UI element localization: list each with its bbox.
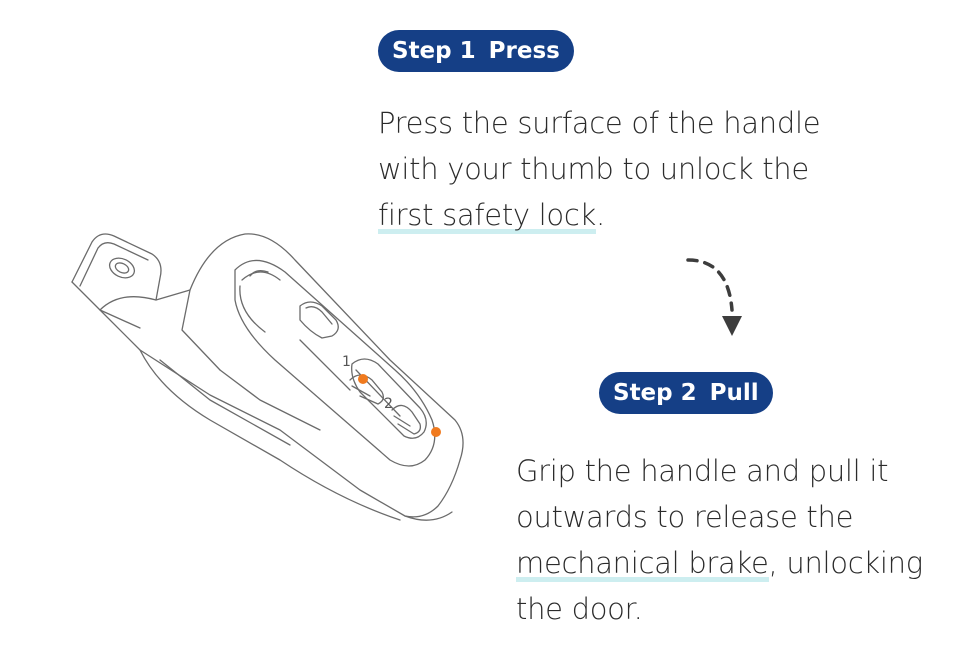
step1-line-2: with your thumb to unlock the [378, 152, 809, 186]
step1-line-3-end: . [596, 198, 605, 232]
step1-label: Step 1 [392, 38, 476, 64]
door-handle-icon: 1 2 [71, 233, 464, 521]
step1-action: Press [488, 38, 560, 64]
dashed-curved-arrow-icon [686, 258, 742, 336]
press-point-2-dot [431, 427, 441, 437]
marker-1: 1 [342, 354, 351, 370]
step2-badge: Step 2 Pull [599, 372, 773, 414]
step1-line-1: Press the surface of the handle [378, 106, 821, 140]
step1-badge: Step 1 Press [378, 30, 574, 72]
press-point-1-dot [358, 374, 368, 384]
step2-line-2: outwards to release the [516, 500, 854, 534]
step2-description: Grip the handle and pull it outwards to … [516, 448, 923, 632]
step1-description: Press the surface of the handle with you… [378, 100, 821, 238]
marker-2: 2 [384, 396, 393, 412]
step2-line-3: mechanical brake, unlocking [516, 540, 923, 586]
step1-highlight: first safety lock [378, 198, 597, 234]
step2-action: Pull [709, 380, 759, 406]
step2-line-4: the door. [516, 592, 643, 626]
step2-label: Step 2 [613, 380, 697, 406]
step1-line-3: first safety lock. [378, 192, 820, 238]
step2-highlight: mechanical brake [516, 546, 769, 582]
step2-line-1: Grip the handle and pull it [516, 454, 889, 488]
step2-line-3-end: , unlocking [768, 546, 924, 580]
